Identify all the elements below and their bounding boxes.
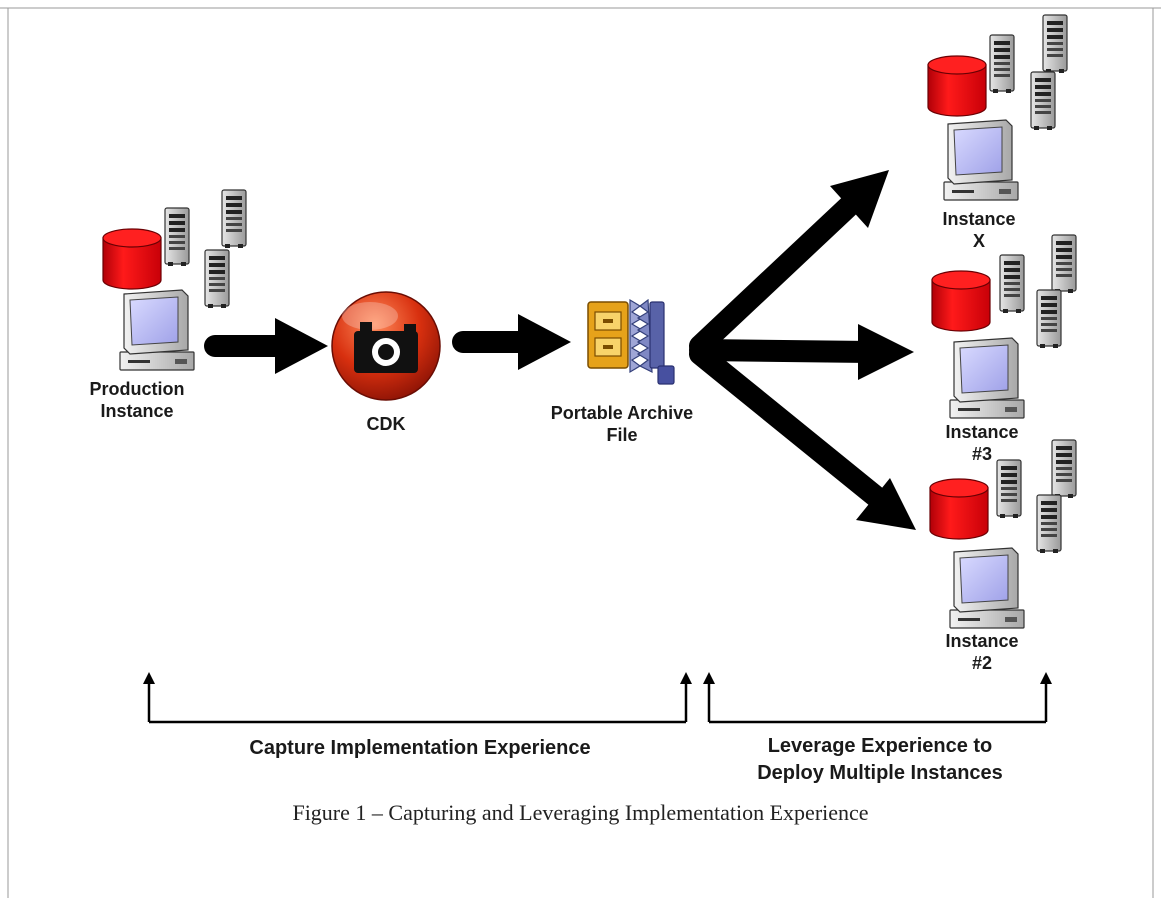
database-icon	[927, 55, 987, 117]
archive-zipper-icon	[587, 298, 675, 385]
leverage-experience-label: Leverage Experience to Deploy Multiple I…	[690, 733, 1070, 787]
production-label-line1: Production	[89, 379, 185, 399]
arrow-archive-to-instance-3	[689, 324, 914, 380]
instance-3-line2: #3	[971, 444, 993, 464]
arrow-cdk-to-archive	[452, 314, 571, 370]
computer-icon	[119, 289, 195, 371]
server-tower-icon	[1051, 234, 1077, 294]
cdk-label: CDK	[366, 414, 406, 434]
portable-archive-label: Portable Archive File	[532, 402, 712, 446]
instance-3-label: Instance #3	[927, 421, 1037, 465]
server-tower-icon	[1036, 289, 1062, 349]
server-tower-icon	[204, 249, 230, 309]
capture-bracket	[143, 672, 692, 724]
leverage-bracket	[703, 672, 1052, 724]
figure-caption: Figure 1 – Capturing and Leveraging Impl…	[292, 800, 869, 825]
production-label-line2: Instance	[100, 401, 174, 421]
instance-2-line1: Instance	[945, 631, 1019, 651]
computer-icon	[943, 119, 1019, 201]
camera-icon	[331, 291, 441, 401]
instance-x-line2: X	[972, 231, 985, 251]
server-tower-icon	[1036, 494, 1062, 554]
archive-label-line1: Portable Archive	[550, 403, 694, 423]
leverage-label-line2: Deploy Multiple Instances	[757, 762, 1003, 784]
server-tower-icon	[999, 254, 1025, 314]
archive-label-line2: File	[606, 425, 638, 445]
instance-2-cluster	[929, 439, 1077, 629]
production-instance-label: Production Instance	[82, 378, 192, 422]
computer-icon	[949, 547, 1025, 629]
instance-x-label: Instance X	[924, 208, 1034, 252]
capture-experience-label: Capture Implementation Experience	[249, 737, 591, 759]
arrow-production-to-cdk	[204, 318, 328, 374]
instance-x-cluster	[927, 14, 1068, 201]
arrow-archive-to-instance-x	[689, 170, 889, 357]
server-tower-icon	[1042, 14, 1068, 74]
server-tower-icon	[1051, 439, 1077, 499]
instance-3-line1: Instance	[945, 422, 1019, 442]
arrow-archive-to-instance-2	[689, 343, 916, 530]
instance-2-line2: #2	[971, 653, 993, 673]
instance-2-label: Instance #2	[927, 630, 1037, 674]
server-tower-icon	[164, 207, 190, 267]
database-icon	[929, 478, 989, 540]
database-icon	[931, 270, 991, 332]
instance-3-cluster	[931, 234, 1077, 419]
server-tower-icon	[996, 459, 1022, 519]
instance-x-line1: Instance	[942, 209, 1016, 229]
server-tower-icon	[1030, 71, 1056, 131]
database-icon	[102, 228, 162, 290]
computer-icon	[949, 337, 1025, 419]
server-tower-icon	[221, 189, 247, 249]
server-tower-icon	[989, 34, 1015, 94]
leverage-label-line1: Leverage Experience to	[767, 735, 993, 757]
